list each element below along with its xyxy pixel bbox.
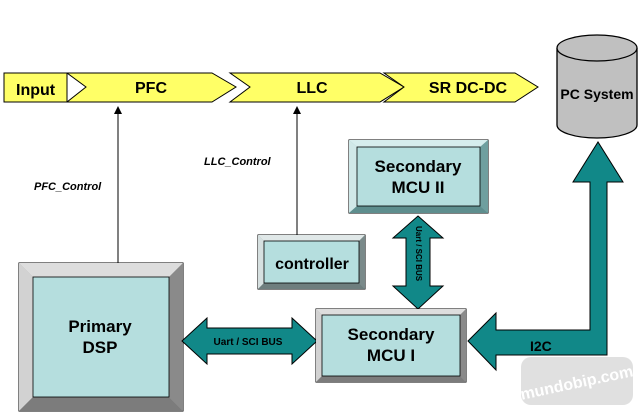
secondary-mcu-i-block: Secondary MCU I — [315, 308, 467, 383]
llc-control-label: LLC_Control — [204, 156, 272, 168]
controller-label: controller — [275, 256, 349, 273]
i2c-label: I2C — [530, 338, 552, 354]
uart-horizontal-label: Uart / SCI BUS — [214, 337, 283, 348]
pc-system-cylinder: PC System — [556, 34, 638, 139]
pfc-label: PFC — [135, 80, 167, 97]
llc-label: LLC — [296, 80, 328, 97]
input-label: Input — [16, 82, 56, 99]
secondary-mcu-i-line1: Secondary — [348, 325, 435, 344]
secondary-mcu-ii-line1: Secondary — [375, 157, 462, 176]
pfc-control-label: PFC_Control — [34, 181, 102, 193]
uart-horizontal-arrow: Uart / SCI BUS — [181, 316, 318, 366]
pipeline: Input PFC LLC SR DC-DC — [3, 72, 539, 103]
primary-dsp-block: Primary DSP — [18, 262, 184, 412]
sr-chevron — [382, 72, 539, 103]
mundobip-watermark: mundobip.com — [519, 357, 635, 405]
pc-system-label: PC System — [560, 86, 633, 102]
controller-block: controller — [257, 234, 366, 290]
pfc-chevron — [65, 72, 237, 103]
llc-chevron — [228, 72, 405, 103]
i2c-arrow: I2C — [467, 141, 624, 372]
sr-dcdc-label: SR DC-DC — [429, 80, 508, 97]
secondary-mcu-ii-line2: MCU II — [392, 178, 445, 197]
uart-vertical-arrow: Uart / SCI BUS — [391, 215, 445, 310]
primary-dsp-line2: DSP — [83, 338, 118, 357]
primary-dsp-line1: Primary — [68, 317, 132, 336]
secondary-mcu-ii-block: Secondary MCU II — [348, 139, 489, 214]
secondary-mcu-i-line2: MCU I — [367, 346, 415, 365]
uart-vertical-label: Uart / SCI BUS — [414, 226, 423, 282]
